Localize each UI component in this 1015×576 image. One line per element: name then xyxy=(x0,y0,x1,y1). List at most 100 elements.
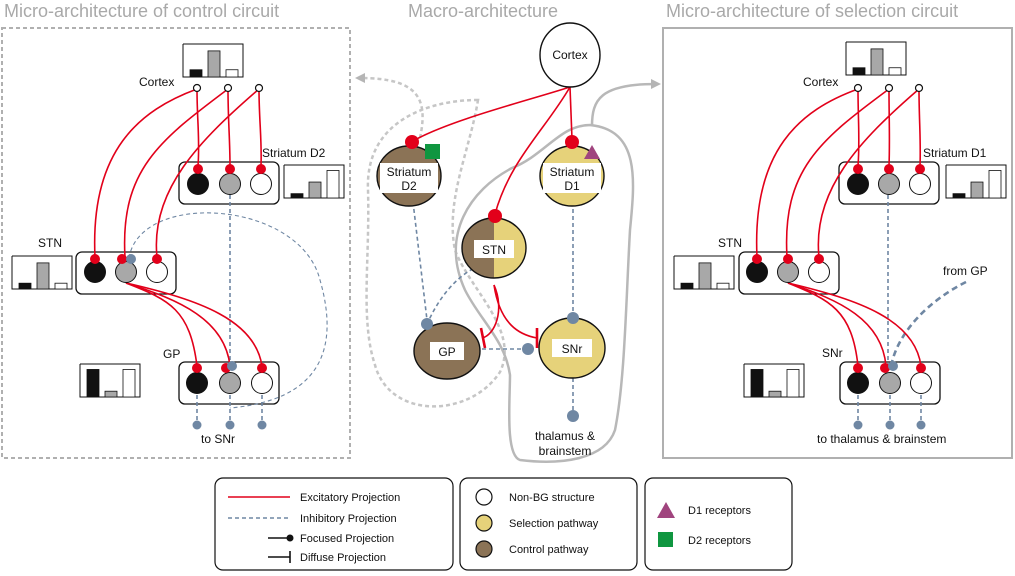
macro-stn-label: STN xyxy=(482,243,506,257)
cortex-label: Cortex xyxy=(803,75,838,89)
striatum-d1-label-background xyxy=(543,163,601,193)
cortex-to-stn-2 xyxy=(123,88,229,258)
histogram-bar xyxy=(870,48,884,76)
excitatory-synapse xyxy=(783,254,793,264)
output-terminal xyxy=(916,420,926,430)
excitatory-synapse xyxy=(565,135,579,149)
macro-gp-label: GP xyxy=(438,345,455,359)
excitatory-synapse xyxy=(256,164,266,174)
histogram-bar xyxy=(698,262,712,290)
stn-label-background xyxy=(474,240,514,258)
histogram-bar xyxy=(36,262,50,290)
selection-circuit-title: Micro-architecture of selection circuit xyxy=(666,1,958,21)
d2-receptor-icon xyxy=(425,144,440,159)
stn-to-gp-2 xyxy=(125,282,231,367)
selection-circuit-panel xyxy=(662,27,1013,459)
inhibitory-legend-label: Inhibitory Projection xyxy=(300,513,397,525)
structure-legend-box xyxy=(459,477,638,571)
macro-output-label-line1: thalamus & xyxy=(535,429,595,443)
macro-striatum-d1-label-line2: D1 xyxy=(564,179,580,193)
output-terminal xyxy=(885,420,895,430)
output-label: to thalamus & brainstem xyxy=(817,432,946,446)
excitatory-synapse xyxy=(257,363,267,373)
excitatory-synapse xyxy=(853,164,863,174)
excitatory-synapse xyxy=(152,254,162,264)
gp-neuron xyxy=(186,372,208,394)
macro-striatum-d2-label-line1: Striatum xyxy=(387,165,432,179)
cortex-to-stn-1 xyxy=(93,88,198,258)
snr-activity-histogram xyxy=(743,363,805,398)
cortex-to-striatum-1 xyxy=(196,88,200,167)
excitatory-synapse xyxy=(853,363,863,373)
macro-snr-label: SNr xyxy=(562,342,583,356)
macro-cortex-node xyxy=(539,22,601,88)
cortex-to-stn xyxy=(494,86,571,215)
inhibitory-synapse xyxy=(567,312,579,324)
stn-to-gp-3 xyxy=(125,282,263,367)
output-terminal xyxy=(192,420,202,430)
non-bg-legend-label: Non-BG structure xyxy=(509,492,595,504)
inhibitory-synapse xyxy=(888,361,898,371)
histogram-bar xyxy=(189,69,203,78)
stn-to-snr-2 xyxy=(787,282,887,367)
histogram-bar xyxy=(888,67,902,76)
d1-legend-label: D1 receptors xyxy=(688,505,751,517)
control-circuit: Cortex Striatum D2 STN GP to SNr xyxy=(11,43,345,446)
cortex-to-striatum-3 xyxy=(258,88,262,167)
stn-to-gp-1 xyxy=(125,282,198,367)
inhibitory-synapse xyxy=(421,318,433,330)
diffuse-legend-label: Diffuse Projection xyxy=(300,552,386,564)
snr-neuron xyxy=(910,372,932,394)
control-circuit-panel xyxy=(1,27,351,459)
histogram-bar xyxy=(786,369,800,398)
histogram-bar xyxy=(207,50,221,78)
selection-circuit: Cortex Striatum D1 STN from GP SNr to th… xyxy=(673,41,1007,446)
cortex-to-stn-1 xyxy=(755,88,859,258)
excitatory-synapse xyxy=(405,135,419,149)
cortex-to-striatum-d1 xyxy=(569,86,573,140)
to-snr-label: to SNr xyxy=(201,432,235,446)
cortex-neuron xyxy=(914,83,924,93)
histogram-bar xyxy=(988,170,1002,199)
gp-activity-histogram xyxy=(79,363,141,398)
excitatory-synapse xyxy=(117,254,127,264)
histogram-bar xyxy=(952,193,966,199)
stn-to-snr xyxy=(493,284,538,339)
macro-architecture-title: Macro-architecture xyxy=(408,1,558,21)
striatum-neuron xyxy=(878,173,900,195)
cortex-to-stn-3 xyxy=(155,88,260,258)
stn-to-snr-1 xyxy=(787,282,859,367)
control-circuit-title: Micro-architecture of control circuit xyxy=(4,1,279,21)
cortex-activity-histogram xyxy=(845,41,907,76)
excitatory-synapse xyxy=(193,164,203,174)
snr-neuron xyxy=(847,372,869,394)
excitatory-synapse xyxy=(90,254,100,264)
gp-neuron xyxy=(251,372,273,394)
arrow-to-control-circuit xyxy=(355,73,424,139)
histogram-bar xyxy=(86,369,100,398)
histogram-bar xyxy=(750,369,764,398)
excitatory-legend-label: Excitatory Projection xyxy=(300,492,400,504)
histogram-bar xyxy=(18,282,32,290)
histogram-bar xyxy=(970,181,984,199)
gp-to-stn-projection xyxy=(128,212,328,409)
excitatory-synapse xyxy=(884,164,894,174)
excitatory-synapse xyxy=(880,363,890,373)
gp-label: GP xyxy=(163,347,180,361)
cortex-to-striatum-3 xyxy=(918,88,922,167)
excitatory-synapse xyxy=(752,254,762,264)
excitatory-synapse xyxy=(192,363,202,373)
striatum-neuron xyxy=(847,173,869,195)
control-legend-label: Control pathway xyxy=(509,544,589,556)
stn-to-gp xyxy=(481,284,500,339)
stn-label: STN xyxy=(38,236,62,250)
histogram-bar xyxy=(104,390,118,398)
selection-legend-swatch xyxy=(475,514,493,532)
histogram-bar xyxy=(768,390,782,398)
d1-receptor-icon xyxy=(584,145,600,159)
cortex-to-striatum-2 xyxy=(227,88,231,167)
cortex-label: Cortex xyxy=(139,75,174,89)
excitatory-synapse xyxy=(814,254,824,264)
selection-pathway-outline xyxy=(454,123,635,463)
histogram-bar xyxy=(716,282,730,290)
